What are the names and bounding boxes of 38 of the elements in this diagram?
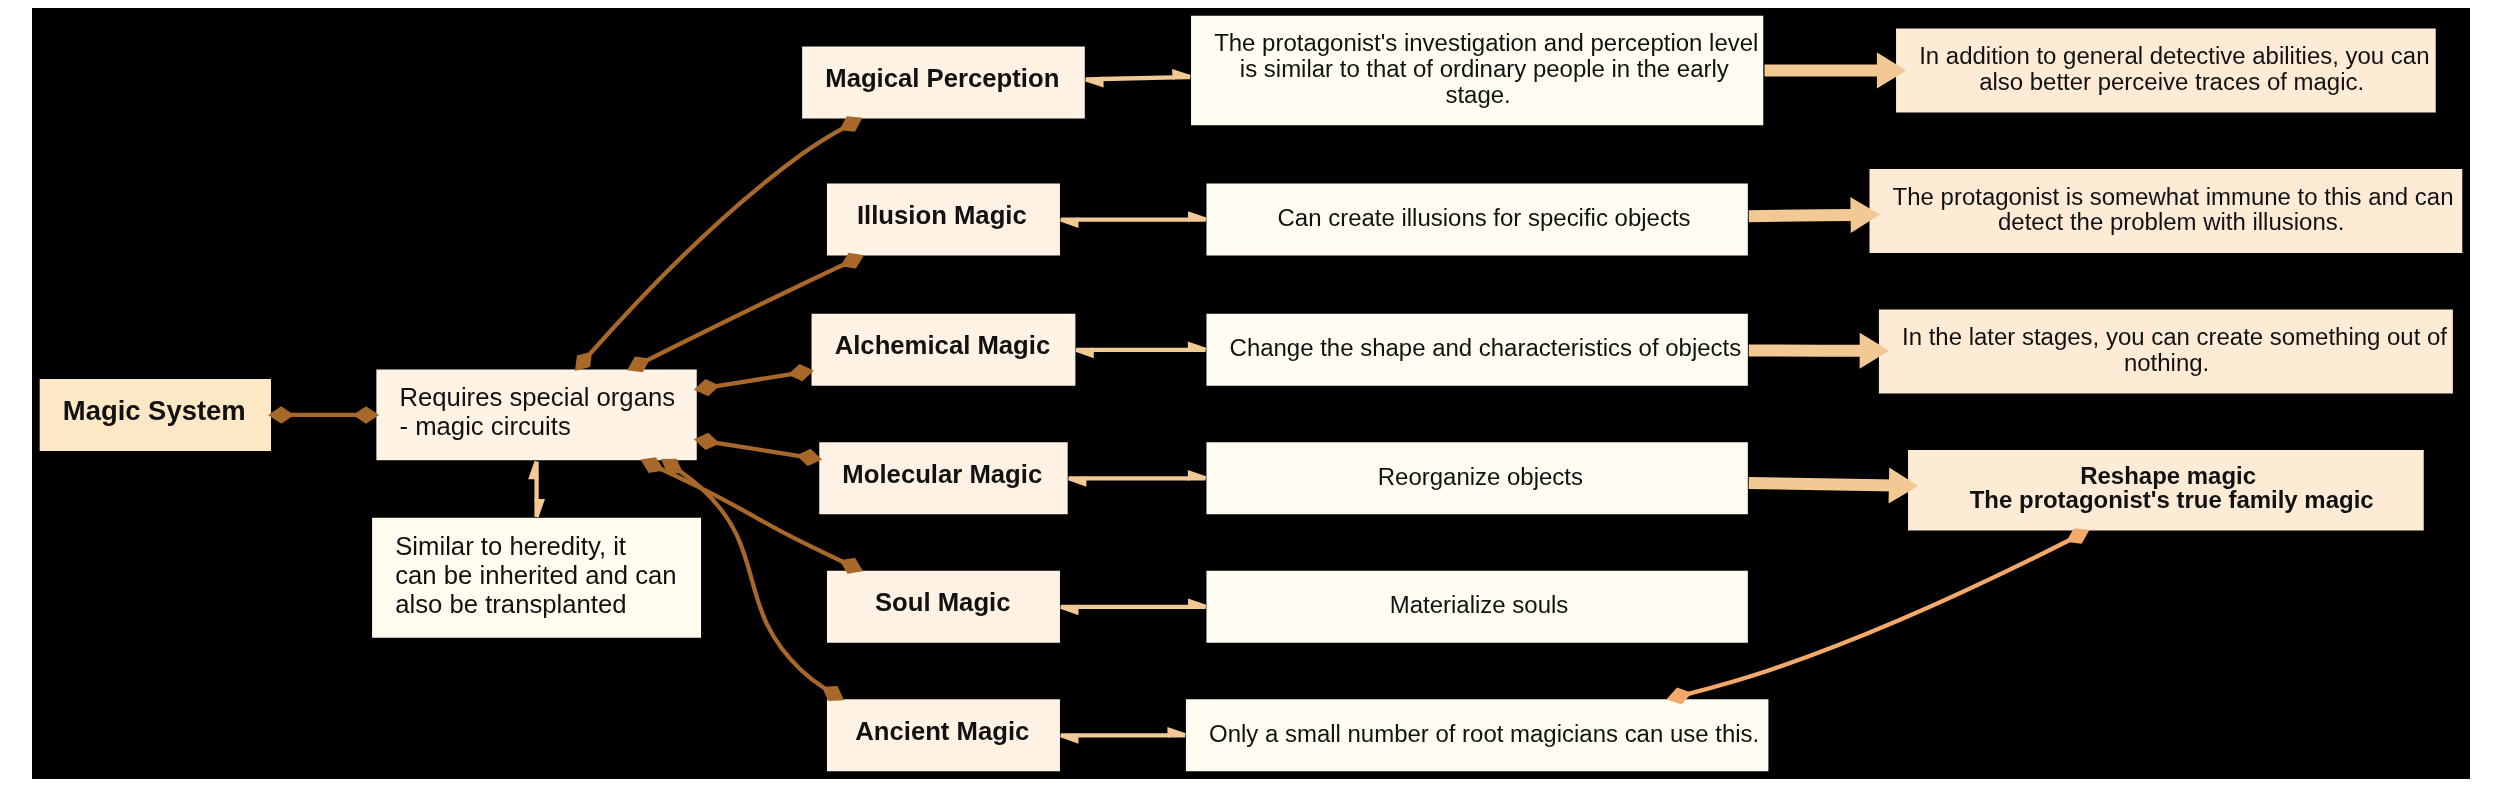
node-box: Ancient Magic xyxy=(825,697,1062,773)
connector xyxy=(661,458,845,701)
node-box: Change the shape and characteristics of objects xyxy=(1204,312,1750,388)
node-box: Requires special organs - magic circuits xyxy=(374,367,699,463)
connector xyxy=(574,116,863,372)
arrow xyxy=(1066,469,1208,487)
connector xyxy=(1666,528,2090,705)
connector xyxy=(693,432,823,467)
arrow xyxy=(1083,69,1193,88)
connector xyxy=(627,252,865,373)
arrow xyxy=(1058,726,1188,744)
connector xyxy=(268,406,380,424)
node-box: Magic System xyxy=(38,377,273,453)
arrow xyxy=(1074,341,1208,359)
node-box: Materialize souls xyxy=(1204,569,1750,645)
arrow xyxy=(1058,598,1208,616)
connector xyxy=(640,457,864,574)
node-box: Reorganize objects xyxy=(1204,440,1750,516)
node-box: Alchemical Magic xyxy=(809,312,1078,388)
connector xyxy=(693,363,814,397)
node-box: Magical Perception xyxy=(800,44,1087,121)
arrow xyxy=(1058,211,1208,228)
node-box: Illusion Magic xyxy=(825,181,1062,258)
node-box: Similar to heredity, it can be inherited and can also be transplanted xyxy=(370,516,703,640)
node-box: Soul Magic xyxy=(825,569,1062,645)
node-box: Molecular Magic xyxy=(817,440,1070,516)
node-box: Can create illusions for specific objects xyxy=(1204,181,1750,258)
node-box: In the later stages, you can create something out of nothing. xyxy=(1877,307,2455,396)
arrow xyxy=(1748,332,1890,369)
arrow xyxy=(1748,196,1880,233)
node-box: The protagonist's investigation and perception level is similar to that of ordinary people in the early stage. xyxy=(1189,14,1765,128)
node-box: In addition to general detective abilities, you can also better perceive traces of magic. xyxy=(1894,26,2438,115)
arrow xyxy=(528,459,545,519)
arrow xyxy=(1764,52,1907,89)
node-box: The protagonist is somewhat immune to this and can detect the problem with illusions. xyxy=(1867,167,2464,255)
arrow xyxy=(1748,467,1919,504)
node-box: Reshape magic The protagonist's true family magic xyxy=(1906,448,2426,533)
node-box: Only a small number of root magicians can use this. xyxy=(1184,697,1771,773)
